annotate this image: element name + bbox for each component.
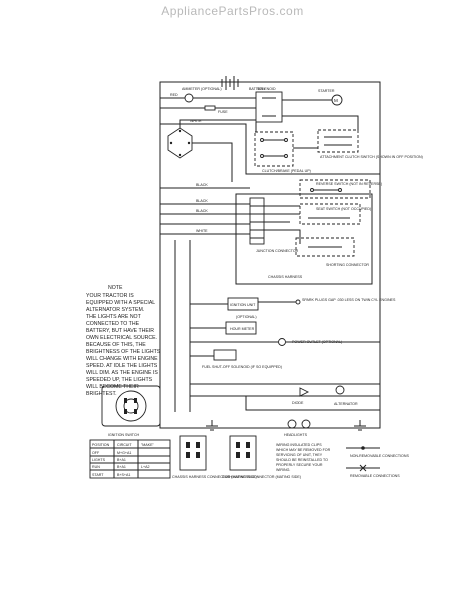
reverse-switch-frame	[299, 179, 371, 199]
solenoid-label: SOLENOID	[257, 87, 276, 91]
hour-meter-optional-label: (OPTIONAL)	[236, 315, 257, 319]
alternator	[335, 385, 345, 395]
fuse-label: FUSE	[218, 110, 228, 114]
note-line: SPEEDED UP, THE LIGHTS	[86, 377, 153, 383]
attachment-clutch-label: ATTACHMENT CLUTCH SWITCH (SHOWN IN OFF P…	[320, 155, 423, 159]
chassis-harness-connector-label: CHASSIS HARNESS CONNECTOR (MATING SIDE)	[172, 475, 257, 479]
headlights-label: HEADLIGHTS	[284, 433, 308, 437]
wiring-warning-line: WIRING.	[276, 468, 290, 472]
clutch-brake-label: CLUTCH/BRAKE (PEDAL UP)	[262, 169, 311, 173]
starter-label: STARTER	[318, 89, 335, 93]
note-line: OWN ELECTRICAL SOURCE.	[86, 335, 157, 341]
wire-black-label-1: BLACK	[196, 183, 208, 187]
power-outlet	[278, 338, 286, 346]
headlight-left	[287, 419, 297, 429]
wiring-warning-line: SHOULD BE REINSTALLED TO	[276, 458, 328, 462]
wire-red-label: RED	[170, 93, 178, 97]
note-line: ALTERNATOR SYSTEM.	[86, 307, 144, 313]
legend-non-removable-label: NON-REMOVABLE CONNECTIONS	[350, 454, 409, 458]
note-line: WILL CHANGE WITH ENGINE	[86, 356, 158, 362]
table-row-make: B+S+A1	[117, 473, 130, 477]
clutch-brake-switch-frame	[254, 131, 294, 167]
note-line: BECAUSE OF THIS, THE	[86, 342, 146, 348]
note-line: BRIGHTNESS OF THE LIGHTS	[86, 349, 161, 355]
diode-label: DIODE	[292, 401, 304, 405]
ammeter-label: AMMETER (OPTIONAL)	[182, 87, 222, 91]
table-row-make: B+A1	[117, 465, 126, 469]
wire-white-label-2: WHITE	[196, 229, 208, 233]
chassis-harness-frame	[235, 193, 373, 285]
junction-connector	[249, 197, 265, 245]
ammeter	[184, 93, 194, 103]
note-block: NOTE YOUR TRACTOR IS EQUIPPED WITH A SPE…	[86, 285, 161, 397]
table-row-position: RUN	[92, 465, 100, 469]
shorting-connector-frame	[295, 237, 355, 257]
diode	[299, 387, 310, 397]
fuel-shutoff-label: FUEL SHUT-OFF SOLENOID (IF SO EQUIPPED)	[202, 365, 282, 369]
dash-harness-connector	[229, 435, 257, 471]
chassis-harness-label: CHASSIS HARNESS	[268, 275, 303, 279]
wire-white-label: WHITE	[190, 119, 202, 123]
wiring-warning-line: WHICH MAY BE REMOVED FOR	[276, 448, 331, 452]
shorting-connector-label: SHORTING CONNECTOR	[326, 263, 369, 267]
note-line: BRIGHTEST.	[86, 391, 117, 397]
note-line: YOUR TRACTOR IS	[86, 293, 134, 299]
starter-motor-glyph: M	[334, 98, 338, 103]
table-row-make: B+A1	[117, 458, 126, 462]
note-line: WILL BECOME THEIR	[86, 384, 139, 390]
battery-symbol	[221, 76, 239, 90]
site-watermark: AppliancePartsPros.com	[161, 4, 304, 18]
table-row-position: LIGHTS	[92, 458, 106, 462]
note-title: NOTE	[108, 285, 123, 291]
legend-removable-label: REMOVABLE CONNECTIONS	[350, 474, 400, 478]
note-line: BATTERY, BUT HAVE THEIR	[86, 328, 154, 334]
wiring-warning-line: WIRING INSULATED CLIPS	[276, 443, 322, 447]
table-header-circuit: CIRCUIT	[117, 443, 132, 447]
fuel-shutoff-solenoid	[213, 349, 237, 361]
ignition-unit-label: IGNITION UNIT	[230, 303, 256, 307]
solenoid	[255, 91, 283, 123]
attachment-clutch-switch-frame	[317, 129, 359, 153]
wire-black-label-2: BLACK	[196, 199, 208, 203]
battery-label: BATTERY	[249, 87, 266, 91]
ignition-switch-table	[89, 439, 171, 479]
note-line: SPEED. AT IDLE THE LIGHTS	[86, 363, 158, 369]
table-header-make: "MAKE"	[141, 443, 154, 447]
note-line: EQUIPPED WITH A SPECIAL	[86, 300, 155, 306]
alternator-label: ALTERNATOR	[334, 402, 358, 406]
table-row-make: M+G+A1	[117, 451, 131, 455]
wiring-warning-line: SERVICING OF UNIT, THEY	[276, 453, 323, 457]
wiring-warning-line: PROPERLY SECURE YOUR	[276, 463, 323, 467]
ground-symbol-2	[354, 420, 366, 431]
wire-black-label-3: BLACK	[196, 209, 208, 213]
junction-connector-label: JUNCTION CONNECTOR	[256, 249, 299, 253]
ground-symbol	[206, 420, 218, 431]
fuse	[204, 105, 216, 111]
table-row-make-2: L+A2	[141, 465, 150, 469]
reverse-switch-label: REVERSE SWITCH (NOT IN REVERSE)	[316, 182, 382, 186]
hour-meter-label: HOUR METER	[230, 327, 255, 331]
harness-frame	[159, 81, 381, 429]
spark-plugs-label: SPARK PLUGS GAP .030 LESS ON TWIN CYL EN…	[302, 298, 396, 302]
note-line: THE LIGHTS ARE NOT	[86, 314, 142, 320]
dash-harness-connector-label: DASH HARNESS CONNECTOR (MATING SIDE)	[222, 475, 301, 479]
chassis-harness-connector	[179, 435, 207, 471]
note-line: CONNECTED TO THE	[86, 321, 140, 327]
table-row-position: OFF	[92, 451, 100, 455]
table-header-position: POSITION	[92, 443, 110, 447]
ignition-switch-label: IGNITION SWITCH	[108, 433, 140, 437]
spark-plug	[295, 299, 301, 305]
note-line: WILL DIM. AS THE ENGINE IS	[86, 370, 158, 376]
seat-switch-label: SEAT SWITCH (NOT OCCUPIED)	[316, 207, 371, 211]
headlight-right	[301, 419, 311, 429]
table-row-position: START	[92, 473, 104, 477]
